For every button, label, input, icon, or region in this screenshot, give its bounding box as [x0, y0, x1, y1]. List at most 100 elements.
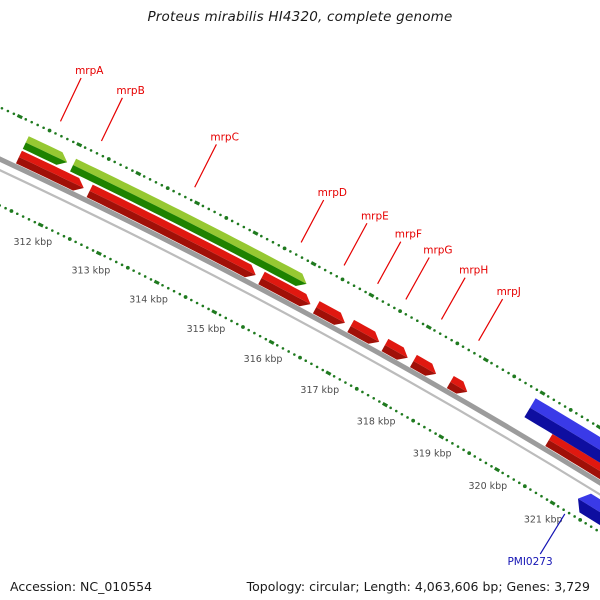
scale-dot [490, 361, 493, 365]
scale-dot [132, 269, 135, 272]
scale-dot [310, 362, 313, 366]
label-leader-line [440, 277, 466, 320]
scale-dot [358, 287, 362, 291]
gene-label: mrpH [459, 265, 488, 277]
scale-dot [406, 416, 409, 419]
scale-major-tick [539, 390, 546, 396]
scale-major-tick [252, 230, 259, 236]
gene-arrow-red-7 [413, 354, 437, 374]
scale-dot [154, 180, 158, 184]
gene-label: mrpC [210, 131, 239, 143]
scale-dot [361, 390, 364, 394]
scale-major-tick [425, 324, 432, 330]
scale-dot [304, 359, 308, 363]
genome-summary-text: Topology: circular; Length: 4,063,606 bp… [246, 579, 590, 594]
scale-major-tick [76, 142, 83, 148]
scale-dot [433, 329, 436, 332]
scale-dot [364, 290, 367, 294]
scale-dot [178, 192, 181, 196]
scale-dot [586, 418, 589, 422]
scale-dot [103, 254, 106, 258]
gene-label: mrpJ [497, 286, 521, 298]
scale-dot [410, 316, 413, 319]
scale-major-tick [37, 222, 44, 228]
scale-dot [248, 228, 251, 232]
scale-dot [529, 488, 532, 491]
scale-major-tick [153, 279, 160, 285]
gene-arrow-green-1 [25, 136, 68, 163]
scale-dot [289, 250, 292, 253]
page-title: Proteus mirabilis HI4320, complete genom… [147, 9, 453, 25]
scale-dot [253, 331, 256, 335]
scale-dot [0, 204, 2, 207]
gene-arrow-red-5 [347, 326, 380, 344]
scale-dot [501, 471, 504, 475]
scale-dot [354, 386, 359, 391]
scale-dot [47, 128, 52, 133]
scale-dot [495, 365, 499, 368]
scale-dot [287, 350, 290, 353]
scale-dot [12, 112, 16, 116]
scale-dot [184, 195, 187, 199]
scale-dot [451, 442, 454, 445]
scale-dot [315, 365, 319, 369]
scale-major-tick [482, 357, 489, 363]
gene-arrow-red-4 [312, 307, 345, 325]
scale-dot [398, 309, 402, 313]
gene-arrow-red-1 [15, 157, 84, 191]
scale-dot [183, 295, 188, 299]
gene-arrow-red-2 [86, 190, 256, 278]
scale-dot [591, 422, 595, 425]
scale-dot [131, 169, 134, 172]
scale-dot [329, 271, 333, 275]
scale-dot [540, 494, 543, 498]
scale-dot [190, 298, 193, 302]
scale-dot [143, 275, 147, 278]
scale-dot [293, 353, 296, 356]
gene-arrow-red-6 [384, 338, 408, 358]
scale-major-tick [381, 402, 389, 408]
scale-dot [4, 206, 7, 210]
scale-dot [375, 297, 379, 300]
scale-dot [479, 458, 482, 461]
scale-major-tick [595, 424, 600, 430]
scale-label: 312 kbp [13, 237, 52, 248]
scale-dot [462, 448, 465, 452]
scale-dot [393, 306, 396, 310]
scale-dot [224, 216, 229, 220]
scale-dot [54, 132, 57, 135]
scale-major-tick [310, 261, 317, 267]
scale-dot [247, 328, 250, 332]
scale-dot [595, 528, 598, 532]
scale-dot [62, 234, 66, 238]
scale-dot [51, 229, 54, 232]
scale-dot [478, 355, 482, 358]
scale-dot [573, 515, 576, 518]
scale-dot [340, 277, 345, 282]
scale-label: 316 kbp [244, 354, 283, 365]
scale-dot [389, 406, 392, 410]
scale-dot [578, 517, 583, 522]
backbone-arc [0, 156, 600, 486]
scale-dot [230, 219, 234, 223]
scale-dot [30, 120, 34, 124]
scale-dot [166, 286, 170, 290]
scale-dot [338, 378, 342, 381]
scale-dot [277, 243, 281, 247]
gene-arrow-red-7 [409, 361, 437, 376]
scale-dot [335, 274, 339, 278]
scale-major-tick [268, 339, 275, 345]
gene-arrow-red-8 [450, 375, 468, 392]
scale-dot [321, 368, 325, 372]
scale-dot [161, 283, 164, 287]
scale-dot [558, 401, 561, 405]
scale-dot [142, 175, 146, 178]
label-leader-line [478, 298, 504, 341]
scale-dot [394, 409, 398, 413]
scale-dot [349, 384, 353, 387]
label-leader-line [100, 97, 123, 142]
scale-dot [9, 209, 14, 213]
scale-dot [473, 351, 476, 355]
gene-arrow-blue-1 [524, 407, 600, 463]
scale-dot [416, 319, 419, 323]
